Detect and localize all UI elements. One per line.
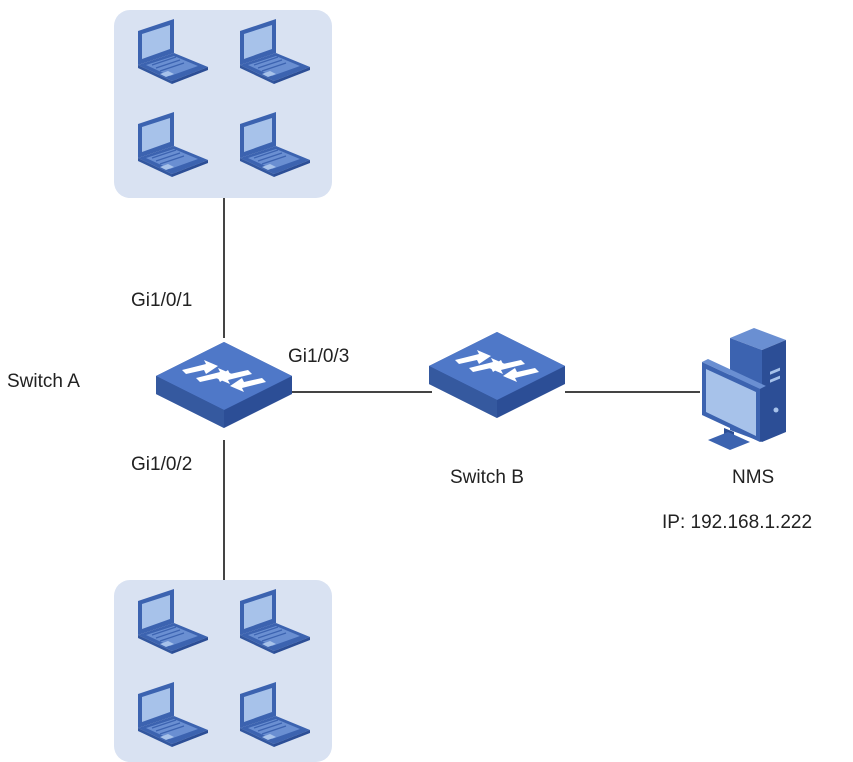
switch-b-label: Switch B	[450, 467, 524, 488]
nms-ip-label: IP: 192.168.1.222	[662, 512, 812, 533]
network-links	[223, 198, 700, 580]
switch-a-label: Switch A	[7, 371, 80, 392]
nms-label: NMS	[732, 467, 774, 488]
top-laptop-group	[114, 10, 332, 198]
bottom-laptop-group	[114, 580, 332, 762]
port-gi1-0-2-label: Gi1/0/2	[131, 454, 192, 475]
port-gi1-0-3-label: Gi1/0/3	[288, 346, 349, 367]
switch-a-icon	[156, 342, 292, 428]
switch-b-icon	[429, 332, 565, 418]
desktop-computer-icon	[702, 328, 786, 450]
port-gi1-0-1-label: Gi1/0/1	[131, 290, 192, 311]
